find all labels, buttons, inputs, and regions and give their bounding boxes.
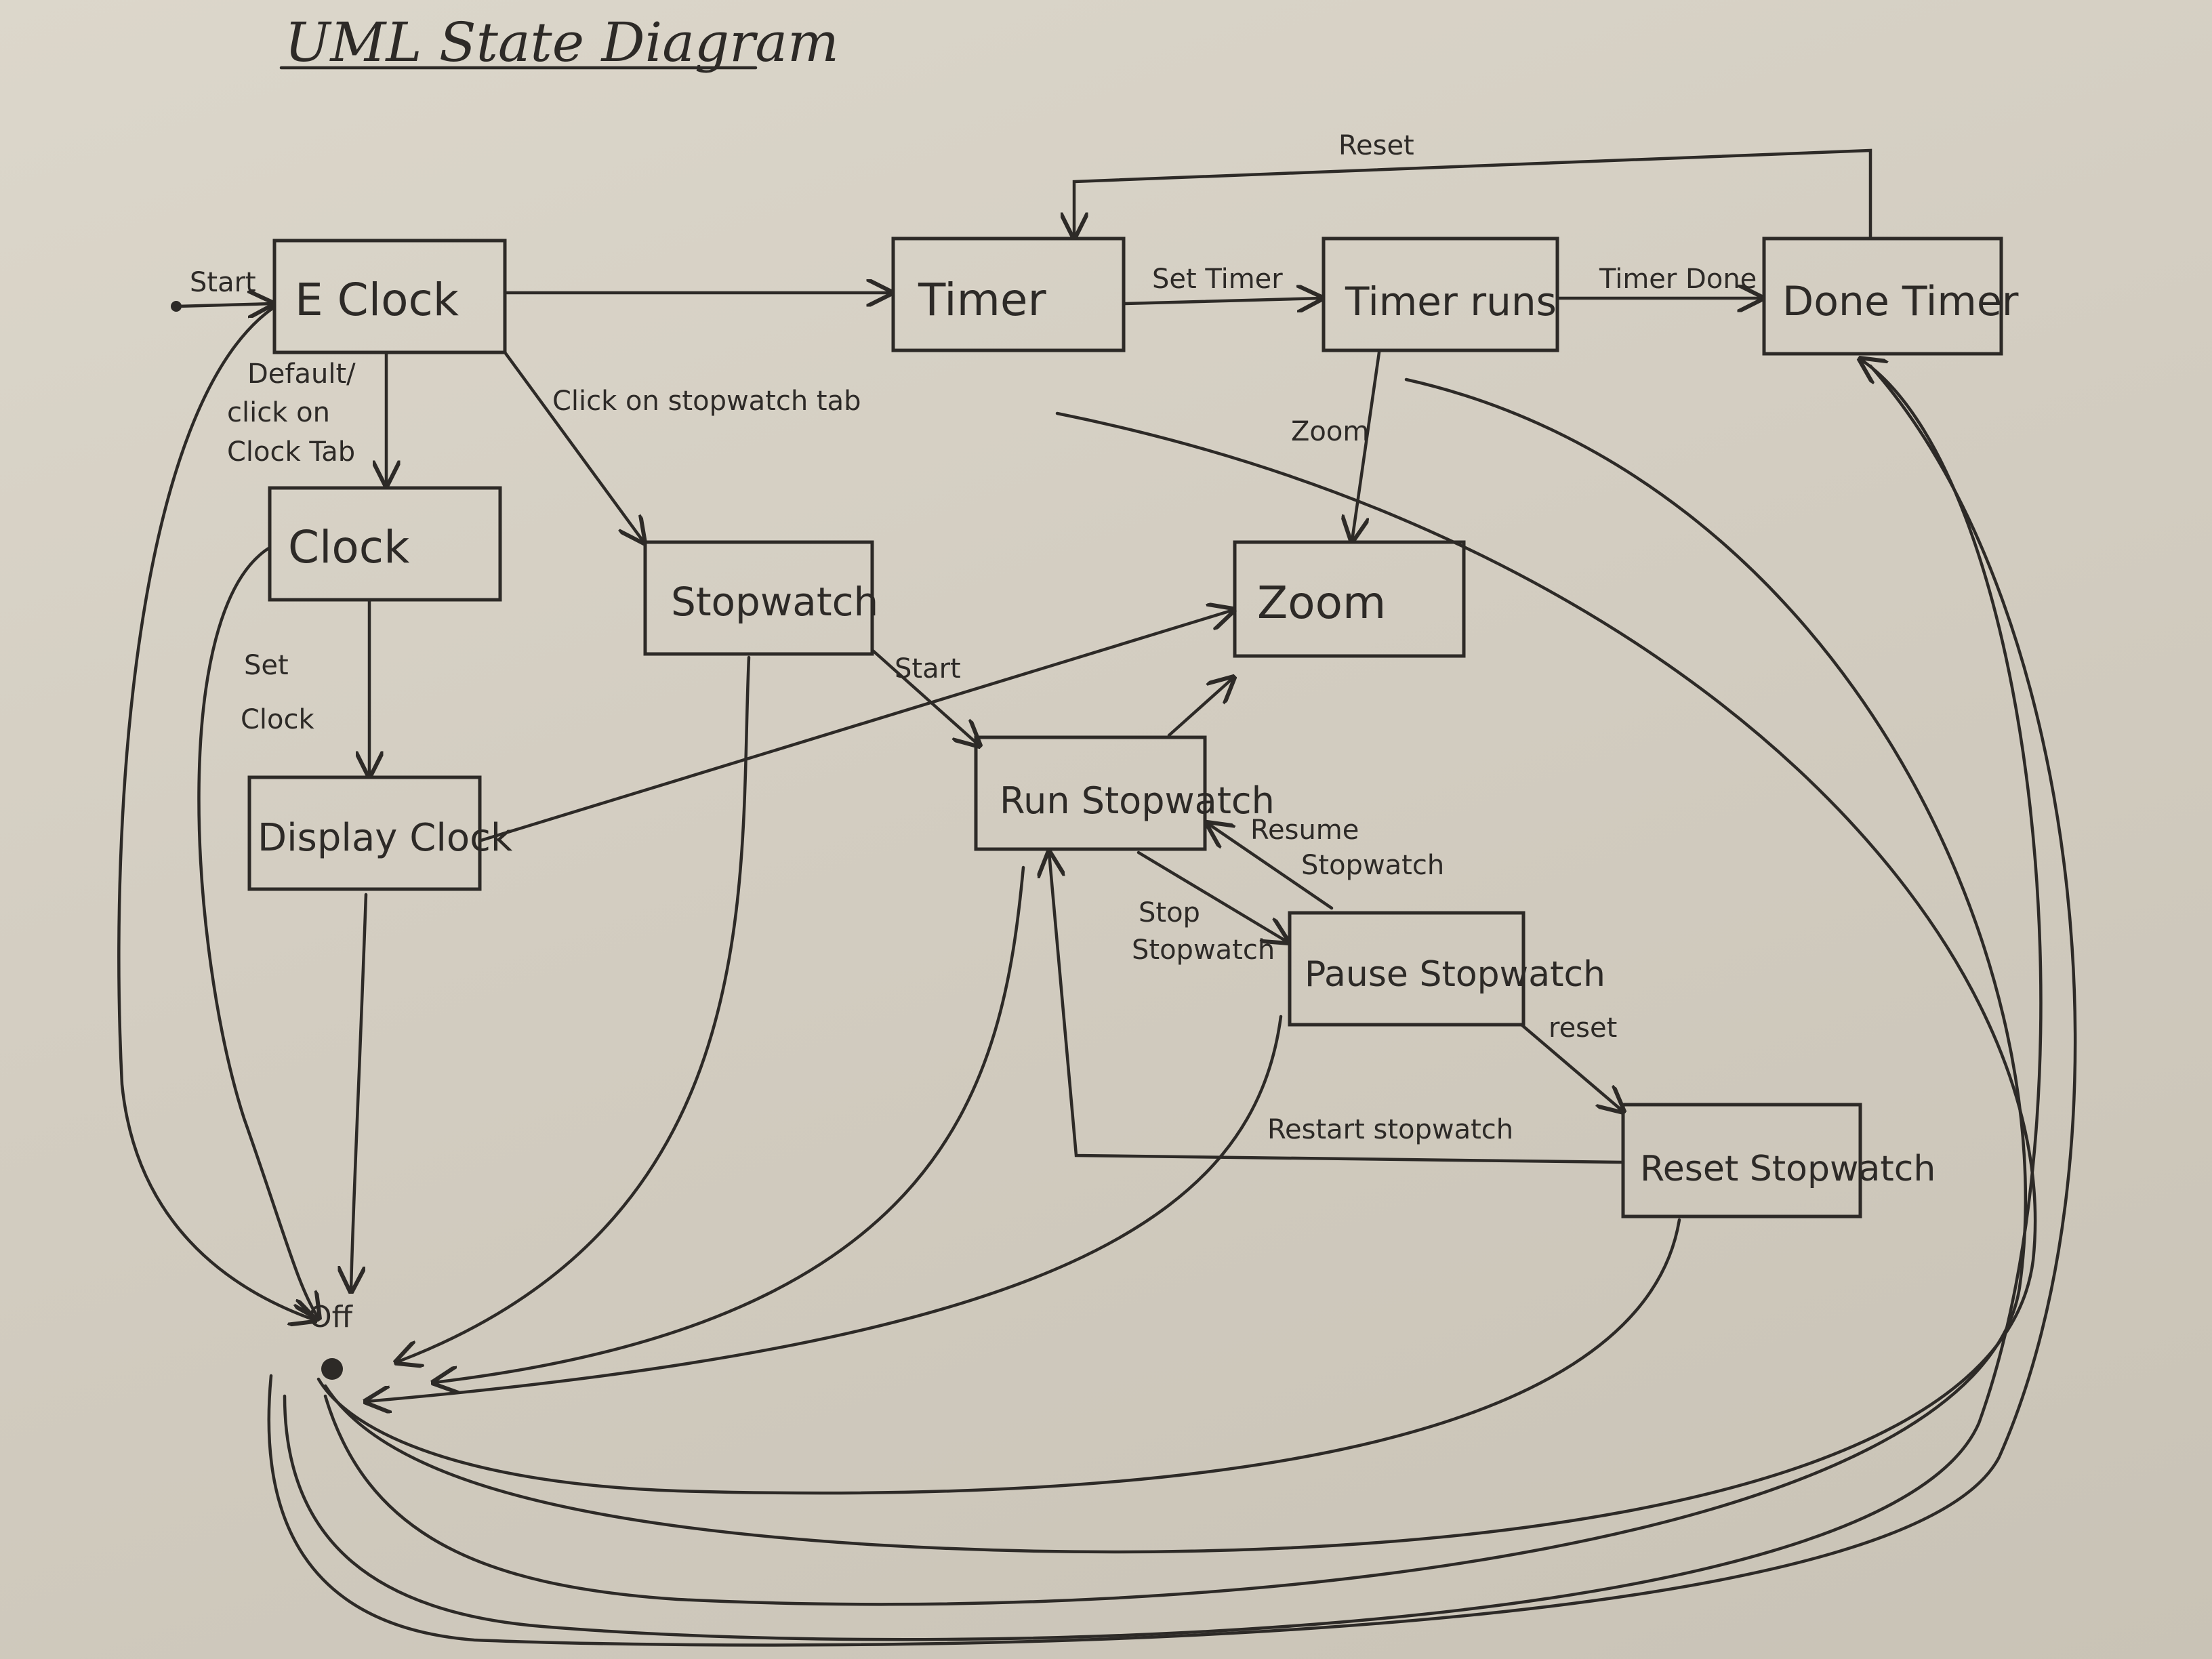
label-zoom: Zoom bbox=[1291, 416, 1369, 447]
edge-run-off bbox=[434, 865, 1025, 1382]
state-clock-label: Clock bbox=[288, 521, 410, 573]
edge-clock-off bbox=[197, 546, 319, 1318]
state-eclock: E Clock bbox=[272, 239, 507, 354]
state-pause-stopwatch-label: Pause Stopwatch bbox=[1305, 954, 1605, 995]
state-display-clock-label: Display Clock bbox=[258, 816, 513, 860]
edge-start bbox=[176, 304, 272, 306]
state-display-clock: Display Clock bbox=[247, 775, 513, 891]
state-stopwatch: Stopwatch bbox=[643, 540, 878, 656]
edge-pause-off bbox=[366, 1015, 1283, 1401]
edge-zoom-off bbox=[323, 411, 2037, 1554]
state-reset-stopwatch-label: Reset Stopwatch bbox=[1640, 1149, 1936, 1189]
label-stop-2: Stopwatch bbox=[1132, 935, 1275, 966]
label-start: Start bbox=[190, 267, 256, 298]
state-timer-runs: Timer runs bbox=[1322, 237, 1559, 352]
state-run-stopwatch: Run Stopwatch bbox=[974, 735, 1275, 851]
state-timer: Timer bbox=[891, 237, 1126, 352]
state-reset-stopwatch: Reset Stopwatch bbox=[1621, 1103, 1936, 1218]
edge-stopwatch-off bbox=[396, 655, 751, 1362]
label-click-stopwatch-tab: Click on stopwatch tab bbox=[552, 386, 861, 417]
final-state-dot bbox=[321, 1358, 343, 1380]
edge-display-zoom bbox=[479, 610, 1233, 842]
edge-run-zoom bbox=[1167, 678, 1233, 737]
state-done-timer-label: Done Timer bbox=[1782, 278, 2019, 325]
label-set-clock-1: Set bbox=[244, 650, 289, 681]
label-stop-1: Stop bbox=[1139, 897, 1200, 928]
state-clock: Clock bbox=[268, 486, 502, 602]
label-default-2: click on bbox=[227, 397, 330, 428]
edge-reset-off bbox=[316, 1218, 1681, 1495]
label-restart-stopwatch: Restart stopwatch bbox=[1267, 1114, 1513, 1145]
label-reset-lower: reset bbox=[1549, 1012, 1617, 1044]
label-resume-2: Stopwatch bbox=[1301, 850, 1444, 881]
label-set-clock-2: Clock bbox=[241, 704, 315, 735]
edge-display-off bbox=[351, 893, 368, 1291]
edge-run-pause bbox=[1136, 851, 1288, 942]
label-reset: Reset bbox=[1338, 130, 1414, 161]
label-resume-1: Resume bbox=[1250, 815, 1359, 846]
state-off-label: Off bbox=[308, 1300, 354, 1334]
label-timer-done: Timer Done bbox=[1599, 264, 1757, 295]
state-run-stopwatch-label: Run Stopwatch bbox=[1000, 779, 1275, 822]
state-timer-runs-label: Timer runs bbox=[1345, 279, 1557, 325]
edge-reset-run bbox=[1049, 853, 1625, 1164]
state-zoom: Zoom bbox=[1233, 540, 1466, 658]
edge-done-off-2 bbox=[267, 364, 2077, 1647]
edge-eclock-stopwatch bbox=[503, 350, 644, 542]
state-pause-stopwatch: Pause Stopwatch bbox=[1288, 911, 1605, 1027]
label-set-timer: Set Timer bbox=[1152, 264, 1283, 295]
state-stopwatch-label: Stopwatch bbox=[671, 579, 878, 625]
label-default-1: Default/ bbox=[247, 359, 356, 390]
state-eclock-label: E Clock bbox=[295, 274, 459, 326]
edge-timerruns-zoom bbox=[1352, 350, 1381, 541]
edge-pause-run bbox=[1208, 823, 1334, 910]
state-done-timer: Done Timer bbox=[1762, 237, 2019, 356]
edge-timer-timerruns bbox=[1123, 298, 1322, 304]
edge-pause-reset bbox=[1519, 1023, 1623, 1111]
edge-eclock-off bbox=[117, 306, 315, 1320]
state-timer-label: Timer bbox=[918, 274, 1047, 326]
edge-done-off bbox=[283, 359, 2043, 1641]
state-zoom-label: Zoom bbox=[1257, 577, 1386, 629]
label-stopwatch-start: Start bbox=[895, 653, 961, 684]
edge-timerruns-off bbox=[323, 377, 2028, 1606]
label-default-3: Clock Tab bbox=[227, 436, 355, 468]
edge-reset-timer bbox=[1074, 148, 1872, 241]
edge-stopwatch-run bbox=[871, 649, 979, 745]
diagram-title: UML State Diagram bbox=[285, 11, 839, 74]
